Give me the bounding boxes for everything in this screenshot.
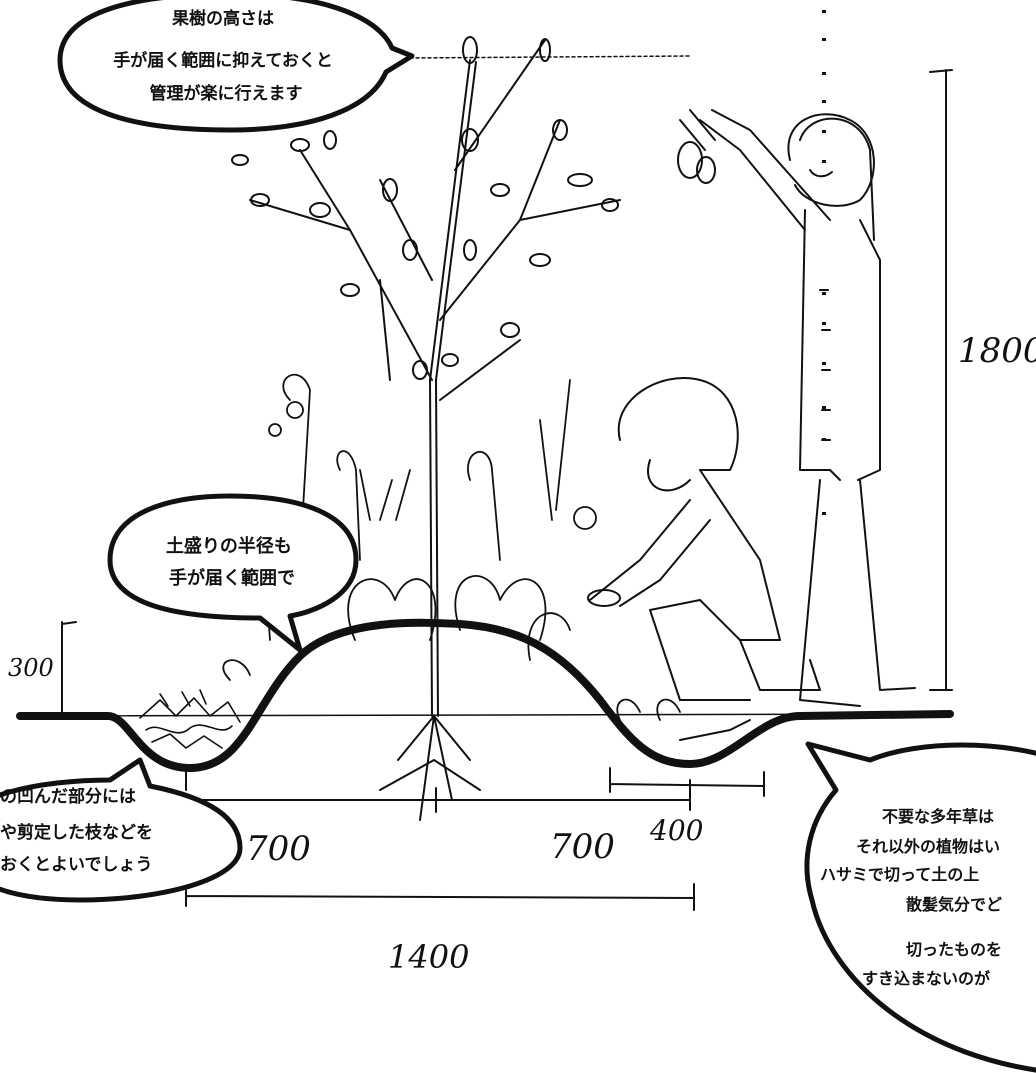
bubble-hollow-line-1: の凹んだ部分には [0, 786, 136, 807]
dimension-400-label: 400 [649, 814, 703, 847]
speech-bubble-mound: 土盛りの半径も 手が届く範囲で [107, 493, 359, 653]
svg-text:の凹んだ部分には や剪定した枝などを: の凹んだ部分には や剪定した枝などを おくとよいでしょう [0, 786, 159, 875]
dimension-right-700-label: 700 [550, 827, 615, 867]
bubble-weeds-line-6: すき込まないのが [862, 969, 990, 988]
bubble-weeds-line-3: ハサミで切って土の上 [820, 865, 979, 884]
svg-text:土盛りの半径も 手が届く範囲で: 土盛りの半径も 手が届く範囲で [166, 535, 298, 589]
bubble-mound-line-1: 土盛りの半径も [166, 535, 292, 557]
standing-person-pruning [677, 109, 916, 707]
top-height-line [409, 55, 691, 59]
radius-dimension-line [185, 767, 691, 813]
dimension-left-700-label: 700 [246, 829, 311, 869]
svg-text:果樹の高さは 手が届く範囲に抑えておくと: 果樹の高さは 手が届く範囲に抑えておくと 管理が楽に行えます [113, 8, 339, 104]
bubble-mound-line-2: 手が届く範囲で [169, 567, 295, 589]
bubble-hollow-line-3: おくとよいでしょう [0, 855, 153, 875]
speech-bubble-fruit-tree: 果樹の高さは 手が届く範囲に抑えておくと 管理が楽に行えます [57, 0, 415, 133]
bubble-fruit-tree-line-2: 手が届く範囲に抑えておくと [113, 50, 333, 71]
mound-profile [16, 618, 954, 772]
bubble-weeds-line-5: 切ったものを [906, 940, 1002, 959]
compost-pile [139, 689, 241, 749]
mound-width-dimension-line [185, 879, 695, 911]
speech-bubble-weeds: 不要な多年草は それ以外の植物はい ハサミで切って土の上 散髪気分でど 切ったも… [804, 741, 1036, 1073]
bubble-hollow-line-2: や剪定した枝などを [0, 822, 153, 843]
bubble-fruit-tree-line-3: 管理が楽に行えます [150, 83, 303, 104]
fruit-tree [231, 36, 621, 821]
bubble-weeds-line-2: それ以外の植物はい [856, 837, 1000, 856]
bubble-weeds-line-4: 散髪気分でど [906, 895, 1002, 914]
ditch-dimension-line [609, 767, 765, 797]
mound-height-dimension [61, 621, 77, 713]
bubble-fruit-tree-line-1: 果樹の高さは [172, 8, 274, 29]
dimension-1800-label: 1800 [958, 331, 1036, 371]
speech-bubble-hollow: の凹んだ部分には や剪定した枝などを おくとよいでしょう [0, 757, 243, 903]
dimension-300-label: 300 [8, 654, 54, 682]
dimension-1400-label: 1400 [388, 938, 469, 976]
svg-text:不要な多年草は それ以外の植物はい: 不要な多年草は それ以外の植物はい ハサミで切って土の上 散髪気分でど 切ったも… [820, 807, 1008, 988]
height-dimension-1800 [929, 69, 953, 691]
bubble-weeds-line-1: 不要な多年草は [882, 807, 994, 826]
crouching-person-weeding [587, 377, 821, 741]
